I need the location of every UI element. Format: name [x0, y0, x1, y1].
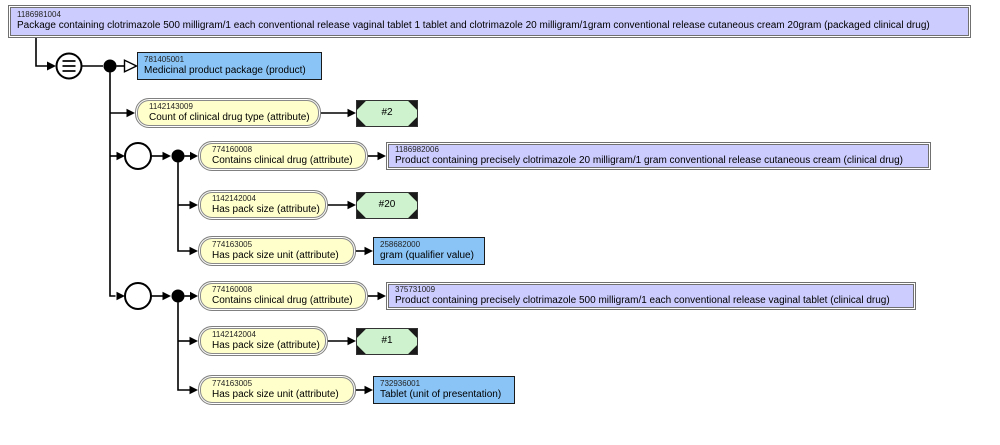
concept-id: 1186982006: [395, 144, 439, 154]
concept-label: Product containing precisely clotrimazol…: [395, 154, 904, 166]
concrete-value-label: #2: [381, 107, 393, 119]
conjunction-circle: [124, 142, 152, 170]
concept-tablet-unit-of-presentation[interactable]: 732936001 Tablet (unit of presentation): [373, 376, 515, 404]
value-pack-size-1: #20: [356, 192, 418, 219]
attribute-label: Has pack size (attribute): [212, 203, 320, 215]
concept-medicinal-product-package[interactable]: 781405001 Medicinal product package (pro…: [137, 52, 322, 80]
arrowheads: [47, 61, 386, 395]
value-pack-size-2: #1: [356, 328, 418, 355]
attribute-contains-clinical-drug-1[interactable]: 774160008 Contains clinical drug (attrib…: [198, 141, 368, 171]
is-a-arrow-icon: [123, 59, 139, 73]
attribute-label: Count of clinical drug type (attribute): [149, 111, 310, 123]
concept-id: 375731009: [395, 284, 436, 294]
concept-id: 781405001: [144, 54, 185, 64]
role-group-dot: [171, 289, 185, 303]
role-group-dot: [103, 59, 117, 73]
attribute-label: Has pack size unit (attribute): [212, 388, 339, 400]
attribute-contains-clinical-drug-2[interactable]: 774160008 Contains clinical drug (attrib…: [198, 281, 368, 311]
role-group-dot: [171, 149, 185, 163]
concept-label: Package containing clotrimazole 500 mill…: [17, 20, 930, 32]
attribute-id: 774160008: [212, 144, 253, 154]
attribute-has-pack-size-2[interactable]: 1142142004 Has pack size (attribute): [198, 326, 328, 356]
conjunction-circle: [124, 282, 152, 310]
attribute-id: 1142142004: [212, 193, 256, 203]
concept-id: 732936001: [380, 378, 421, 388]
concrete-value-label: #20: [378, 199, 396, 211]
concept-id: 258682000: [380, 239, 421, 249]
attribute-label: Has pack size (attribute): [212, 339, 320, 351]
attribute-has-pack-size-1[interactable]: 1142142004 Has pack size (attribute): [198, 190, 328, 220]
attribute-id: 774160008: [212, 284, 253, 294]
concept-package-root[interactable]: 1186981004 Package containing clotrimazo…: [8, 5, 971, 38]
concept-gram-qualifier[interactable]: 258682000 gram (qualifier value): [373, 237, 485, 265]
attribute-label: Has pack size unit (attribute): [212, 249, 339, 261]
attribute-id: 1142142004: [212, 329, 256, 339]
concept-label: gram (qualifier value): [380, 249, 474, 261]
value-count-of-clinical-drug-type: #2: [356, 100, 418, 127]
attribute-id: 1142143009: [149, 101, 193, 111]
attribute-has-pack-size-unit-2[interactable]: 774163005 Has pack size unit (attribute): [198, 375, 356, 405]
concrete-value-label: #1: [381, 335, 393, 347]
attribute-label: Contains clinical drug (attribute): [212, 294, 353, 306]
attribute-label: Contains clinical drug (attribute): [212, 154, 353, 166]
attribute-count-of-clinical-drug-type[interactable]: 1142143009 Count of clinical drug type (…: [135, 98, 321, 128]
concept-vaginal-tablet-clinical-drug[interactable]: 375731009 Product containing precisely c…: [386, 282, 916, 310]
concept-label: Product containing precisely clotrimazol…: [395, 294, 890, 306]
attribute-id: 774163005: [212, 378, 253, 388]
concept-label: Medicinal product package (product): [144, 64, 306, 76]
concept-label: Tablet (unit of presentation): [380, 388, 502, 400]
concept-cutaneous-cream-clinical-drug[interactable]: 1186982006 Product containing precisely …: [386, 142, 931, 170]
equivalent-to-icon: [55, 52, 83, 80]
concept-id: 1186981004: [17, 10, 61, 20]
attribute-id: 774163005: [212, 239, 253, 249]
attribute-has-pack-size-unit-1[interactable]: 774163005 Has pack size unit (attribute): [198, 236, 356, 266]
